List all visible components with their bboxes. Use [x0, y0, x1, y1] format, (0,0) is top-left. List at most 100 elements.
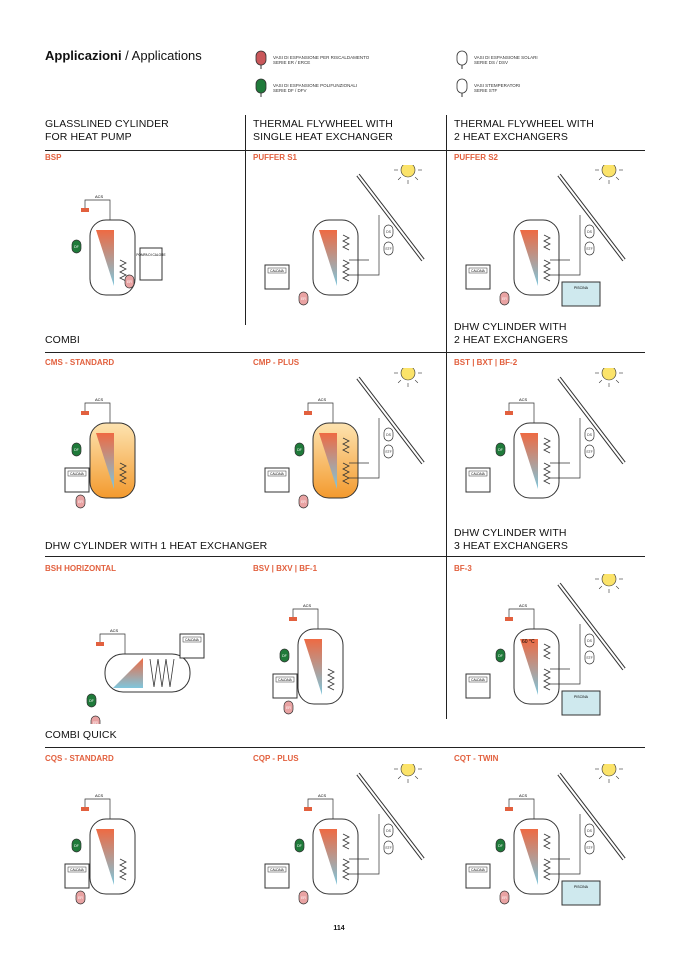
solar-panel	[557, 582, 626, 671]
product-label: BSV | BXV | BF-1	[253, 564, 318, 573]
svg-text:ER: ER	[502, 297, 507, 301]
svg-text:STF: STF	[385, 846, 392, 850]
svg-text:CALDAIA: CALDAIA	[471, 269, 486, 273]
product-label: BSH HORIZONTAL	[45, 564, 116, 573]
product-label: CQP - PLUS	[253, 754, 299, 763]
shower-icon: ACS	[304, 793, 334, 819]
svg-text:DF: DF	[74, 448, 79, 452]
df-vessel-icon: DF	[495, 838, 506, 853]
svg-text:CALDAIA: CALDAIA	[278, 678, 293, 682]
boiler: CALDAIA	[64, 863, 90, 889]
er-vessel-icon: ER	[283, 700, 294, 715]
ds-vessel-icon: DS	[584, 224, 595, 239]
divider	[245, 115, 246, 325]
stf-vessel-icon: STF	[584, 444, 595, 459]
df-vessel-icon: DF	[71, 838, 82, 853]
shower-icon: ACS	[304, 397, 334, 423]
er-vessel-icon: ER	[124, 274, 135, 289]
sun-icon	[595, 156, 623, 184]
stf-vessel-icon: STF	[584, 840, 595, 855]
product-label: BST | BXT | BF-2	[454, 358, 518, 367]
svg-text:CALDAIA: CALDAIA	[270, 472, 285, 476]
solar-panel	[557, 376, 626, 465]
ds-vessel-icon: DS	[584, 427, 595, 442]
section-heading-dhw-1: DHW CYLINDER WITH 1 HEAT EXCHANGER	[45, 540, 268, 552]
svg-text:ER: ER	[301, 896, 306, 900]
svg-text:ER: ER	[301, 500, 306, 504]
svg-text:DS: DS	[587, 829, 593, 833]
ds-vessel-icon: DS	[383, 427, 394, 442]
divider	[446, 524, 447, 719]
svg-text:DS: DS	[386, 230, 392, 234]
boiler: CALDAIA	[465, 863, 491, 889]
sun-icon	[595, 359, 623, 387]
svg-text:STF: STF	[586, 846, 593, 850]
svg-text:STF: STF	[385, 450, 392, 454]
shower-icon: ACS	[81, 793, 111, 819]
svg-text:DF: DF	[282, 654, 287, 658]
df-vessel-icon: DF	[71, 239, 82, 254]
product-label: BF-3	[454, 564, 472, 573]
svg-text:DF: DF	[297, 844, 302, 848]
stf-vessel-icon	[456, 78, 468, 97]
solar-panel	[557, 173, 626, 262]
boiler: CALDAIA	[465, 467, 491, 493]
application-diagram: ACS CALDAIA DF ER DS STF	[253, 755, 443, 914]
svg-text:DF: DF	[74, 844, 79, 848]
svg-text:DS: DS	[587, 639, 593, 643]
svg-text:ACS: ACS	[303, 603, 312, 608]
product-label: PUFFER S1	[253, 153, 298, 162]
boiler: CALDAIA	[64, 467, 90, 493]
er-vessel-icon: ER	[298, 291, 309, 306]
svg-text:ACS: ACS	[519, 603, 528, 608]
application-diagram: ACS CALDAIA DF ER PISCINA DS STF	[454, 755, 644, 914]
svg-text:DF: DF	[498, 844, 503, 848]
ds-vessel-icon: DS	[383, 823, 394, 838]
svg-text:DF: DF	[498, 448, 503, 452]
boiler: CALDAIA	[465, 264, 491, 290]
df-vessel-icon: DF	[294, 838, 305, 853]
solar-panel	[557, 772, 626, 861]
product-label: CMS - STANDARD	[45, 358, 115, 367]
svg-text:ACS: ACS	[519, 793, 528, 798]
shower-icon: ACS	[81, 194, 111, 220]
er-vessel-icon: ER	[90, 715, 101, 730]
df-vessel-icon: DF	[495, 648, 506, 663]
heat-pump: POMPA DI CALORE	[136, 247, 166, 281]
svg-text:CALDAIA: CALDAIA	[270, 868, 285, 872]
svg-text:CALDAIA: CALDAIA	[70, 868, 85, 872]
temperature-label: 60 °C	[522, 639, 535, 645]
svg-text:CALDAIA: CALDAIA	[471, 678, 486, 682]
svg-text:STF: STF	[586, 656, 593, 660]
boiler: CALDAIA	[264, 863, 290, 889]
svg-text:DS: DS	[386, 433, 392, 437]
divider	[446, 115, 447, 325]
stf-vessel-icon: STF	[383, 840, 394, 855]
divider	[446, 318, 447, 528]
svg-text:PISCINA: PISCINA	[574, 885, 589, 889]
shower-icon: ACS	[505, 603, 535, 629]
stf-vessel-icon: STF	[584, 241, 595, 256]
section-heading-combi-quick: COMBI QUICK	[45, 729, 117, 741]
svg-text:DF: DF	[297, 448, 302, 452]
svg-text:POMPA DI CALORE: POMPA DI CALORE	[136, 253, 165, 257]
svg-text:ACS: ACS	[95, 793, 104, 798]
er-vessel-icon: ER	[499, 890, 510, 905]
er-vessel-icon: ER	[75, 494, 86, 509]
svg-text:ER: ER	[286, 706, 291, 710]
divider	[45, 747, 645, 748]
divider	[45, 150, 645, 151]
sun-icon	[394, 359, 422, 387]
sun-icon	[394, 156, 422, 184]
